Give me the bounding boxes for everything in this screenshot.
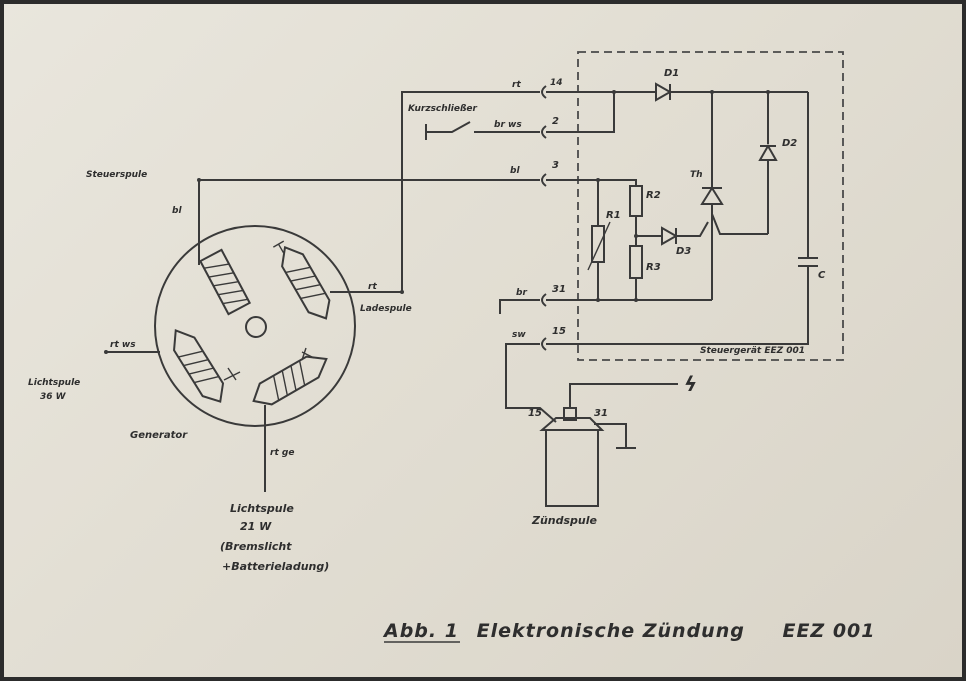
r2-label: R2: [646, 190, 661, 201]
lichtspule-21w-power: 21 W: [240, 520, 272, 533]
zuendspule-terminal-15: 15: [528, 408, 542, 419]
lichtspule-36w-wire-label: rt ws: [110, 340, 136, 350]
lichtspule-36w-name: Lichtspule: [28, 378, 81, 388]
lichtspule-21w-coil: [252, 355, 328, 406]
terminal-14-number: 14: [550, 78, 563, 88]
th-label: Th: [690, 170, 703, 180]
d3-label: D3: [676, 246, 692, 257]
steuer-wire-label: bl: [172, 206, 182, 216]
lichtspule-36w-coil: [173, 328, 225, 403]
wire-lade: [330, 91, 540, 293]
terminal-3-number: 3: [552, 160, 559, 171]
terminal-3-wire: bl: [510, 166, 520, 176]
lade-wire-label: rt: [368, 282, 377, 292]
kurzschliesser-label: Kurzschließer: [408, 104, 477, 114]
d1-label: D1: [664, 68, 680, 79]
generator-circle: [154, 225, 356, 427]
wire-15: [505, 343, 557, 423]
coil-ground: [594, 423, 636, 449]
lichtspule-21w-name: Lichtspule: [230, 502, 294, 515]
terminal-14-wire: rt: [512, 80, 521, 90]
wire-hv: [569, 383, 678, 408]
r1-label: R1: [606, 210, 621, 221]
figure-caption: Abb. 1 Elektronische Zündung EEZ 001: [384, 620, 875, 642]
steuergeraet-label: Steuergerät EEZ 001: [700, 346, 806, 356]
terminal-31-number: 31: [552, 284, 566, 295]
kurzschliesser-switch: [425, 121, 540, 140]
terminal-15-number: 15: [552, 326, 566, 337]
terminal-31-wire: br: [516, 288, 527, 298]
ladespule-coil: [272, 240, 331, 320]
zuendspule-label: Zündspule: [532, 514, 597, 527]
generator-label: Generator: [130, 430, 188, 441]
r3-label: R3: [646, 262, 661, 273]
terminal-2-wire: br ws: [494, 120, 522, 130]
terminal-2-number: 2: [552, 116, 559, 127]
figure-title: Elektronische Zündung: [476, 620, 745, 642]
steuerspule-coil: [198, 248, 252, 316]
figure-ref: Abb. 1: [384, 620, 459, 642]
steuergeraet-box: [577, 51, 844, 361]
ladespule-label: Ladespule: [360, 304, 412, 314]
lichtspule-36w-power: 36 W: [40, 392, 66, 402]
c-label: C: [818, 270, 826, 281]
d2-label: D2: [782, 138, 798, 149]
zuendspule-terminal-31: 31: [594, 408, 608, 419]
lichtspule-21w-use2: +Batterieladung): [222, 560, 330, 573]
figure-model: EEZ 001: [782, 620, 876, 642]
terminal-connectors: [541, 85, 547, 351]
wire-31-ground: [499, 299, 540, 314]
lichtspule-21w-wire-label: rt ge: [270, 448, 295, 458]
lichtspule-21w-use1: (Bremslicht: [220, 540, 292, 553]
generator-shaft: [245, 316, 267, 338]
spark-icon: ϟ: [684, 372, 698, 396]
terminal-15-wire: sw: [512, 330, 526, 340]
steuerspule-label: Steuerspule: [86, 170, 148, 180]
